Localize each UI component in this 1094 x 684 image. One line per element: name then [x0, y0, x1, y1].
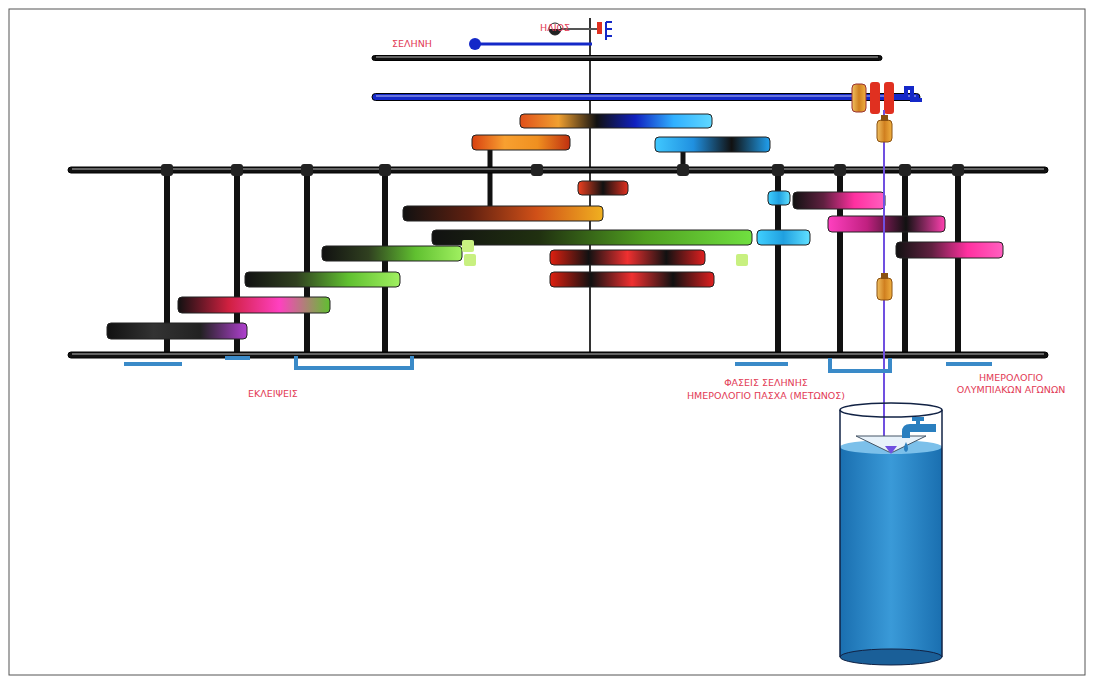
pinion: [464, 254, 476, 266]
pulley: [877, 278, 892, 300]
support-foot: [124, 362, 182, 366]
pinion: [462, 240, 474, 252]
bolt: [952, 164, 964, 176]
moon-pointer: [475, 43, 592, 46]
gear: [655, 137, 770, 152]
label: ΗΛΙΟΣ: [540, 22, 570, 34]
gear: [757, 230, 810, 245]
base-plate: [68, 352, 1048, 358]
gear: [107, 323, 247, 339]
label: ΗΜΕΡΟΛΟΓΙΟ ΠΑΣΧΑ (ΜΕΤΩΝΟΣ): [687, 390, 845, 402]
gear: [768, 191, 790, 205]
top-plate: [372, 56, 882, 61]
bolt: [379, 164, 391, 176]
gear: [896, 242, 1003, 258]
gear: [578, 181, 628, 195]
tap-handle: [916, 419, 920, 425]
crown-gear: [884, 82, 894, 114]
support-foot: [735, 362, 788, 366]
cylinder-bottom: [840, 649, 942, 665]
gear: [322, 246, 462, 261]
shaft: [955, 168, 961, 358]
pinion: [736, 254, 748, 266]
tap: [902, 424, 936, 438]
moon-ball: [469, 38, 481, 50]
cylinder-wall: [941, 410, 943, 657]
support-foot: [830, 358, 890, 371]
label: ΦΑΣΕΙΣ ΣΕΛΗΝΗΣ: [724, 377, 808, 389]
shaft: [902, 168, 908, 358]
bolt: [301, 164, 313, 176]
bolt: [899, 164, 911, 176]
frame: [9, 9, 1085, 675]
support-foot: [946, 362, 992, 366]
blue-shaft-shine: [376, 96, 916, 97]
bolt: [677, 164, 689, 176]
shaft: [382, 168, 388, 358]
sun-marker: [597, 22, 602, 34]
crank: [894, 88, 922, 100]
gear: [472, 135, 570, 150]
bolt: [231, 164, 243, 176]
pulley-cap: [881, 115, 888, 121]
blue-shaft: [372, 94, 920, 101]
frame-plate-shine: [72, 169, 1044, 170]
support-foot: [296, 356, 412, 368]
water-clock: [840, 403, 942, 665]
top-plate-shine: [376, 57, 878, 58]
shaft: [304, 168, 310, 358]
gear: [403, 206, 603, 221]
gear: [245, 272, 400, 287]
cylinder-wall: [839, 410, 841, 657]
crown-gear: [852, 84, 866, 112]
gear: [550, 250, 705, 265]
bolt: [834, 164, 846, 176]
label: ΗΜΕΡΟΛΟΓΙΟ ΟΛΥΜΠΙΑΚΩΝ ΑΓΩΝΩΝ: [952, 372, 1070, 396]
gear: [520, 114, 712, 128]
float-tip: [885, 446, 897, 454]
gear: [828, 216, 945, 232]
bolt: [161, 164, 173, 176]
bolt: [772, 164, 784, 176]
gear: [793, 192, 885, 209]
label: ΕΚΛΕΙΨΕΙΣ: [248, 388, 298, 400]
label: ΣΕΛΗΝΗ: [392, 38, 432, 50]
gear: [550, 272, 714, 287]
support-foot: [225, 356, 250, 360]
cylinder-rim: [840, 403, 942, 417]
water: [840, 447, 942, 657]
pulley: [877, 120, 892, 142]
crown-gear: [870, 82, 880, 114]
shaft-head: [606, 22, 612, 40]
gear: [432, 230, 752, 245]
gear: [178, 297, 330, 313]
bolt: [531, 164, 543, 176]
water-drop: [904, 442, 908, 452]
base-plate-shine: [72, 354, 1044, 355]
pulley-cap: [881, 273, 888, 279]
